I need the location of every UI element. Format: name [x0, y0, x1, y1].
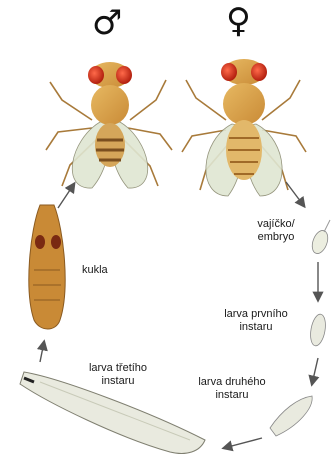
arrow-larva2-to-larva3 [224, 438, 262, 448]
larva-second-instar [270, 396, 312, 436]
label-pupa: kukla [82, 264, 108, 277]
label-larva3-line1: larva třetího [68, 362, 168, 375]
label-larva1-line2: instaru [206, 321, 306, 334]
larva-first-instar [308, 313, 327, 347]
arrow-larva3-to-pupa [40, 342, 44, 362]
female-symbol: ♀ [226, 4, 251, 38]
arrow-female-to-egg [286, 182, 304, 206]
label-larva3-line2: instaru [68, 375, 168, 388]
label-larva-third-instar: larva třetího instaru [68, 362, 168, 388]
label-egg-line2: embryo [246, 231, 306, 244]
label-larva2-line2: instaru [180, 389, 284, 402]
male-fly [46, 62, 172, 188]
male-symbol: ♂ [92, 6, 122, 40]
label-larva2-line1: larva druhého [180, 376, 284, 389]
label-larva1-line1: larva prvního [206, 308, 306, 321]
label-larva-first-instar: larva prvního instaru [206, 308, 306, 334]
arrow-pupa-to-adult [58, 184, 74, 208]
egg [309, 220, 330, 256]
arrow-larva1-to-larva2 [312, 358, 318, 384]
label-larva-second-instar: larva druhého instaru [180, 376, 284, 402]
label-egg-line1: vajíčko/ [246, 218, 306, 231]
female-fly [182, 59, 306, 196]
label-egg: vajíčko/ embryo [246, 218, 306, 244]
pupa [29, 205, 65, 329]
